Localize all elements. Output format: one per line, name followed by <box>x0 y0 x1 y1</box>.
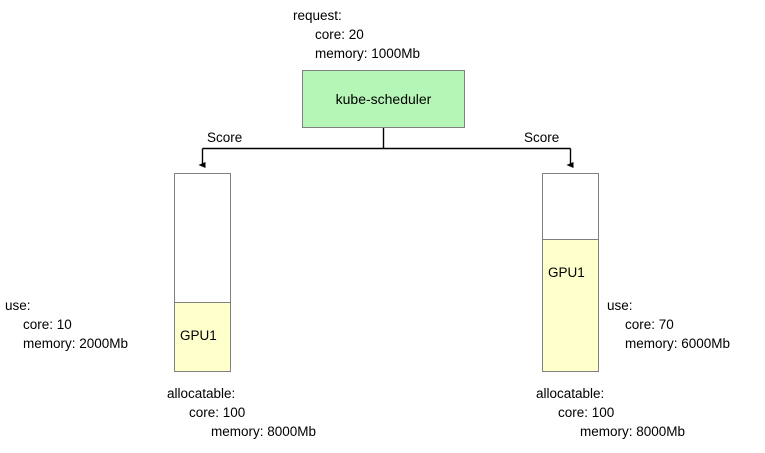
use-right-label: use: <box>607 298 633 313</box>
kube-scheduler-label: kube-scheduler <box>335 91 432 107</box>
node-bar-right-free <box>543 174 598 239</box>
edge-label-score-left: Score <box>207 130 243 145</box>
request-core: core: 20 <box>315 27 364 42</box>
node-bar-right-label: GPU1 <box>548 265 585 280</box>
use-right-core: core: 70 <box>625 317 674 332</box>
request-annotation: request: core: 20 memory: 1000Mb <box>293 6 420 63</box>
node-bar-left-used: GPU1 <box>175 302 230 371</box>
request-label: request: <box>293 8 342 23</box>
allocatable-annotation-right: allocatable: core: 100 memory: 8000Mb <box>536 384 685 441</box>
node-bar-left-free <box>175 174 230 302</box>
use-annotation-right: use: core: 70 memory: 6000Mb <box>607 296 730 353</box>
alloc-right-core: core: 100 <box>558 405 615 420</box>
node-bar-left-label: GPU1 <box>180 328 217 343</box>
allocatable-annotation-left: allocatable: core: 100 memory: 8000Mb <box>167 384 316 441</box>
use-right-memory: memory: 6000Mb <box>625 336 731 351</box>
use-left-core: core: 10 <box>23 317 72 332</box>
alloc-right-label: allocatable: <box>536 386 605 401</box>
node-bar-left[interactable]: GPU1 <box>174 173 231 372</box>
alloc-right-memory: memory: 8000Mb <box>580 424 686 439</box>
alloc-left-label: allocatable: <box>167 386 236 401</box>
use-annotation-left: use: core: 10 memory: 2000Mb <box>5 296 128 353</box>
alloc-left-memory: memory: 8000Mb <box>211 424 317 439</box>
node-bar-right[interactable]: GPU1 <box>542 173 599 372</box>
alloc-left-core: core: 100 <box>189 405 246 420</box>
use-left-memory: memory: 2000Mb <box>23 336 129 351</box>
node-bar-right-used: GPU1 <box>543 239 598 371</box>
request-memory: memory: 1000Mb <box>315 46 421 61</box>
edge-label-score-right: Score <box>524 130 560 145</box>
use-left-label: use: <box>5 298 31 313</box>
kube-scheduler-node[interactable]: kube-scheduler <box>302 70 465 128</box>
